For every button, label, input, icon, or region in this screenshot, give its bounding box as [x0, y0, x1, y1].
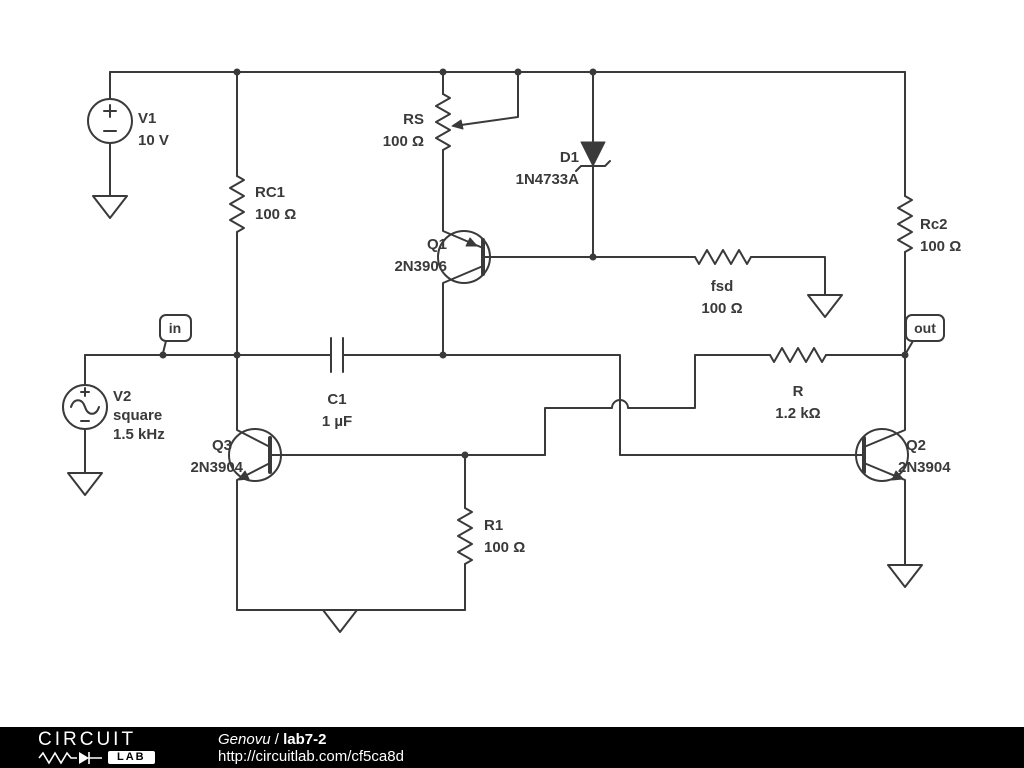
ground-symbol: [807, 294, 843, 318]
junction-dots: [159, 68, 909, 459]
component-value: 100 Ω: [255, 206, 296, 223]
flag-box: [159, 314, 192, 342]
component-q3-transistor[interactable]: Q3 2N3904: [190, 354, 282, 611]
component-label: D1: [560, 149, 579, 166]
circuit-url[interactable]: http://circuitlab.com/cf5ca8d: [218, 747, 404, 765]
voltage-source-symbol: [62, 384, 108, 430]
component-label: RC1: [255, 184, 285, 201]
component-value: 100 Ω: [920, 238, 961, 255]
component-r1-resistor[interactable]: R1 100 Ω: [457, 454, 525, 611]
waveform-mark: [70, 399, 100, 415]
component-label: C1: [327, 391, 346, 408]
resistor-symbol: [229, 175, 245, 233]
component-rc2-resistor[interactable]: Rc2 100 Ω: [897, 71, 961, 356]
component-label: V1: [138, 110, 156, 127]
title-separator: /: [270, 730, 284, 748]
component-label: Rc2: [920, 216, 948, 233]
ground-bottom: [322, 609, 358, 633]
component-value: 100 Ω: [383, 133, 424, 150]
component-label: RS: [403, 111, 424, 128]
resistor-symbol: [694, 249, 752, 265]
component-value: 1N4733A: [516, 171, 580, 188]
emitter-arrow: [465, 237, 478, 247]
wire-feedback-jog: [544, 354, 696, 456]
circuit-title: lab7-2: [283, 730, 327, 748]
wire-input-line: [84, 354, 621, 456]
transistor-circle: [228, 428, 282, 482]
component-value: square: [113, 407, 162, 424]
transistor-circle: [855, 428, 909, 482]
diode-triangle: [580, 141, 606, 167]
component-label: R: [793, 383, 804, 400]
component-label: R1: [484, 517, 503, 534]
component-v1-voltage-source[interactable]: V1 10 V: [87, 71, 169, 219]
component-q2-transistor[interactable]: Q2 2N3904: [855, 354, 951, 588]
component-value: 100 Ω: [484, 539, 525, 556]
footer-bar: CIRCUIT LAB Genovu / lab7-2 http://circu…: [0, 727, 1024, 768]
circuit-author: Genovu: [218, 730, 271, 748]
plus-polarity-mark: [103, 104, 117, 118]
circuitlab-logo[interactable]: CIRCUIT LAB: [38, 730, 178, 765]
component-label: V2: [113, 388, 131, 405]
resistor-symbol: [457, 507, 473, 565]
flag-box: [905, 314, 945, 342]
ground-symbol: [322, 609, 358, 633]
component-label: Q1: [427, 236, 447, 253]
component-value: 2N3904: [898, 459, 951, 476]
wiper-wire: [453, 71, 519, 127]
flag-tail: [905, 340, 914, 354]
flag-tail: [162, 340, 167, 354]
component-value: 2N3904: [190, 459, 243, 476]
component-d1-zener[interactable]: D1 1N4733A: [516, 71, 611, 258]
ground-symbol: [92, 195, 128, 219]
flag-label: out: [914, 320, 936, 336]
component-rs-rheostat[interactable]: RS 100 Ω: [383, 71, 519, 219]
plus-polarity-mark: [80, 387, 90, 397]
net-flag-in[interactable]: in: [159, 314, 192, 354]
circuit-title-line: Genovu / lab7-2: [218, 731, 404, 748]
ground-symbol: [887, 564, 923, 588]
component-value: 2N3906: [394, 258, 447, 275]
net-flag-out[interactable]: out: [905, 314, 945, 354]
component-value2: 1.5 kHz: [113, 426, 165, 443]
voltage-source-symbol: [87, 98, 133, 144]
component-label: Q3: [212, 437, 232, 454]
component-c1-capacitor[interactable]: C1 1 µF: [322, 337, 352, 430]
component-v2-voltage-source[interactable]: V2 square 1.5 kHz: [62, 354, 165, 496]
circuit-meta: Genovu / lab7-2 http://circuitlab.com/cf…: [218, 731, 404, 765]
component-rc1-resistor[interactable]: RC1 100 Ω: [229, 71, 296, 356]
transistor-circle: [437, 230, 491, 284]
resistor-symbol: [769, 347, 827, 363]
component-label: fsd: [711, 278, 734, 295]
resistor-symbol: [897, 195, 913, 253]
component-value: 10 V: [138, 132, 169, 149]
flag-label: in: [169, 320, 181, 336]
component-q1-transistor[interactable]: Q1 2N3906: [394, 217, 594, 356]
component-fsd-resistor[interactable]: fsd 100 Ω: [592, 249, 843, 318]
logo-text-circuit: CIRCUIT: [38, 729, 137, 750]
resistor-symbol: [435, 93, 451, 151]
logo-resistor-diode-icon: [38, 750, 102, 765]
component-r-resistor[interactable]: R 1.2 kΩ: [694, 347, 906, 422]
component-value: 100 Ω: [701, 300, 742, 317]
ground-symbol: [67, 472, 103, 496]
schematic-canvas[interactable]: V1 10 V RC1 100 Ω RS 100 Ω Q1 2N3906 D: [0, 0, 1024, 727]
component-value: 1 µF: [322, 413, 352, 430]
wiper-arrow: [451, 119, 464, 130]
logo-text-lab: LAB: [108, 751, 155, 764]
component-label: Q2: [906, 437, 926, 454]
component-value: 1.2 kΩ: [775, 405, 820, 422]
